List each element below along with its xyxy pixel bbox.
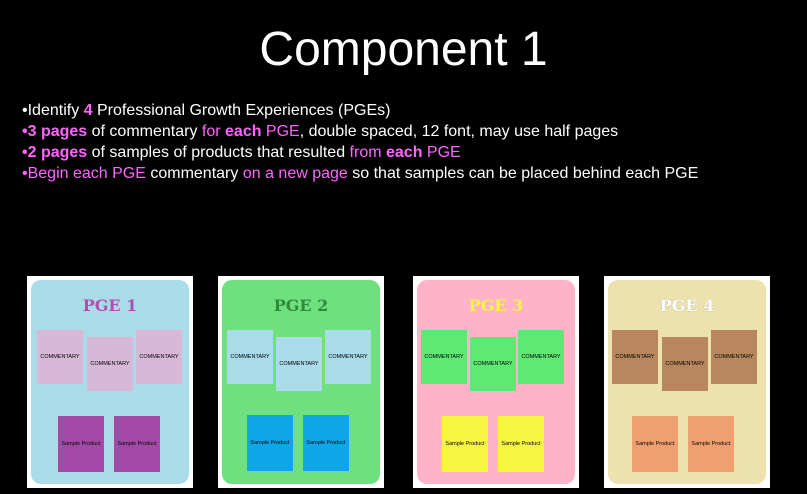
bullet-text: 4 [83, 102, 93, 119]
commentary-box: COMMENTARY [421, 330, 467, 384]
pge-card-3-page: PGE 3 COMMENTARY COMMENTARY COMMENTARY S… [417, 280, 575, 484]
pge-title: PGE 1 [82, 296, 138, 315]
bullet-text: Professional Growth Experiences (PGEs) [92, 102, 391, 119]
commentary-box: COMMENTARY [711, 330, 757, 384]
bullet-text: •2 pages [22, 144, 88, 161]
bullet-text: each [386, 144, 423, 161]
bullet-text: PGE [422, 144, 461, 161]
bullet-text: on a new page [242, 165, 348, 182]
bullet-text: for [201, 123, 226, 140]
pge-title: PGE 3 [468, 296, 524, 315]
bullet-item-0: •Identify 4 Professional Growth Experien… [22, 100, 802, 121]
commentary-box: COMMENTARY [276, 337, 322, 391]
pge-title: PGE 2 [273, 296, 329, 315]
bullet-text: of commentary [87, 123, 202, 140]
bullet-item-3: •Begin each PGE commentary on a new page… [22, 163, 802, 184]
bullet-list: •Identify 4 Professional Growth Experien… [22, 100, 802, 184]
pge-card-1: PGE 1 COMMENTARY COMMENTARY COMMENTARY S… [27, 276, 193, 488]
sample-product-box: Sample Product [688, 416, 734, 472]
sample-product-box: Sample Product [247, 415, 293, 471]
commentary-box: COMMENTARY [87, 337, 133, 391]
bullet-text: each [225, 123, 262, 140]
bullet-item-2: •2 pages of samples of products that res… [22, 142, 802, 163]
commentary-box: COMMENTARY [37, 330, 83, 384]
commentary-box: COMMENTARY [518, 330, 564, 384]
bullet-text: of samples of products that resulted [87, 144, 350, 161]
commentary-box: COMMENTARY [612, 330, 658, 384]
bullet-text: •Begin each PGE [22, 165, 146, 182]
commentary-box: COMMENTARY [662, 337, 708, 391]
page-title: Component 1 [259, 23, 548, 76]
commentary-box: COMMENTARY [136, 330, 182, 384]
commentary-box: COMMENTARY [470, 337, 516, 391]
sample-product-box: Sample Product [632, 416, 678, 472]
bullet-text: PGE [261, 123, 300, 140]
bullet-text: commentary [145, 165, 243, 182]
bullet-text: •3 pages [22, 123, 88, 140]
sample-product-box: Sample Product [114, 416, 160, 472]
pge-card-1-page: PGE 1 COMMENTARY COMMENTARY COMMENTARY S… [31, 280, 189, 484]
bullet-item-1: •3 pages of commentary for each PGE, dou… [22, 121, 802, 142]
pge-card-2-page: PGE 2 COMMENTARY COMMENTARY COMMENTARY S… [222, 280, 380, 484]
sample-product-box: Sample Product [442, 416, 488, 472]
pge-title: PGE 4 [659, 296, 715, 315]
bullet-text: •Identify [22, 102, 84, 119]
bullet-text: , double spaced, 12 font, may use half p… [299, 123, 619, 140]
pge-card-4-page: PGE 4 COMMENTARY COMMENTARY COMMENTARY S… [608, 280, 766, 484]
pge-card-2: PGE 2 COMMENTARY COMMENTARY COMMENTARY S… [218, 276, 384, 488]
commentary-box: COMMENTARY [325, 330, 371, 384]
sample-product-box: Sample Product [303, 415, 349, 471]
pge-card-4: PGE 4 COMMENTARY COMMENTARY COMMENTARY S… [604, 276, 770, 488]
bullet-text: from [349, 144, 386, 161]
sample-product-box: Sample Product [58, 416, 104, 472]
bullet-text: so that samples can be placed behind eac… [347, 165, 699, 182]
commentary-box: COMMENTARY [227, 330, 273, 384]
sample-product-box: Sample Product [498, 416, 544, 472]
pge-card-3: PGE 3 COMMENTARY COMMENTARY COMMENTARY S… [413, 276, 579, 488]
